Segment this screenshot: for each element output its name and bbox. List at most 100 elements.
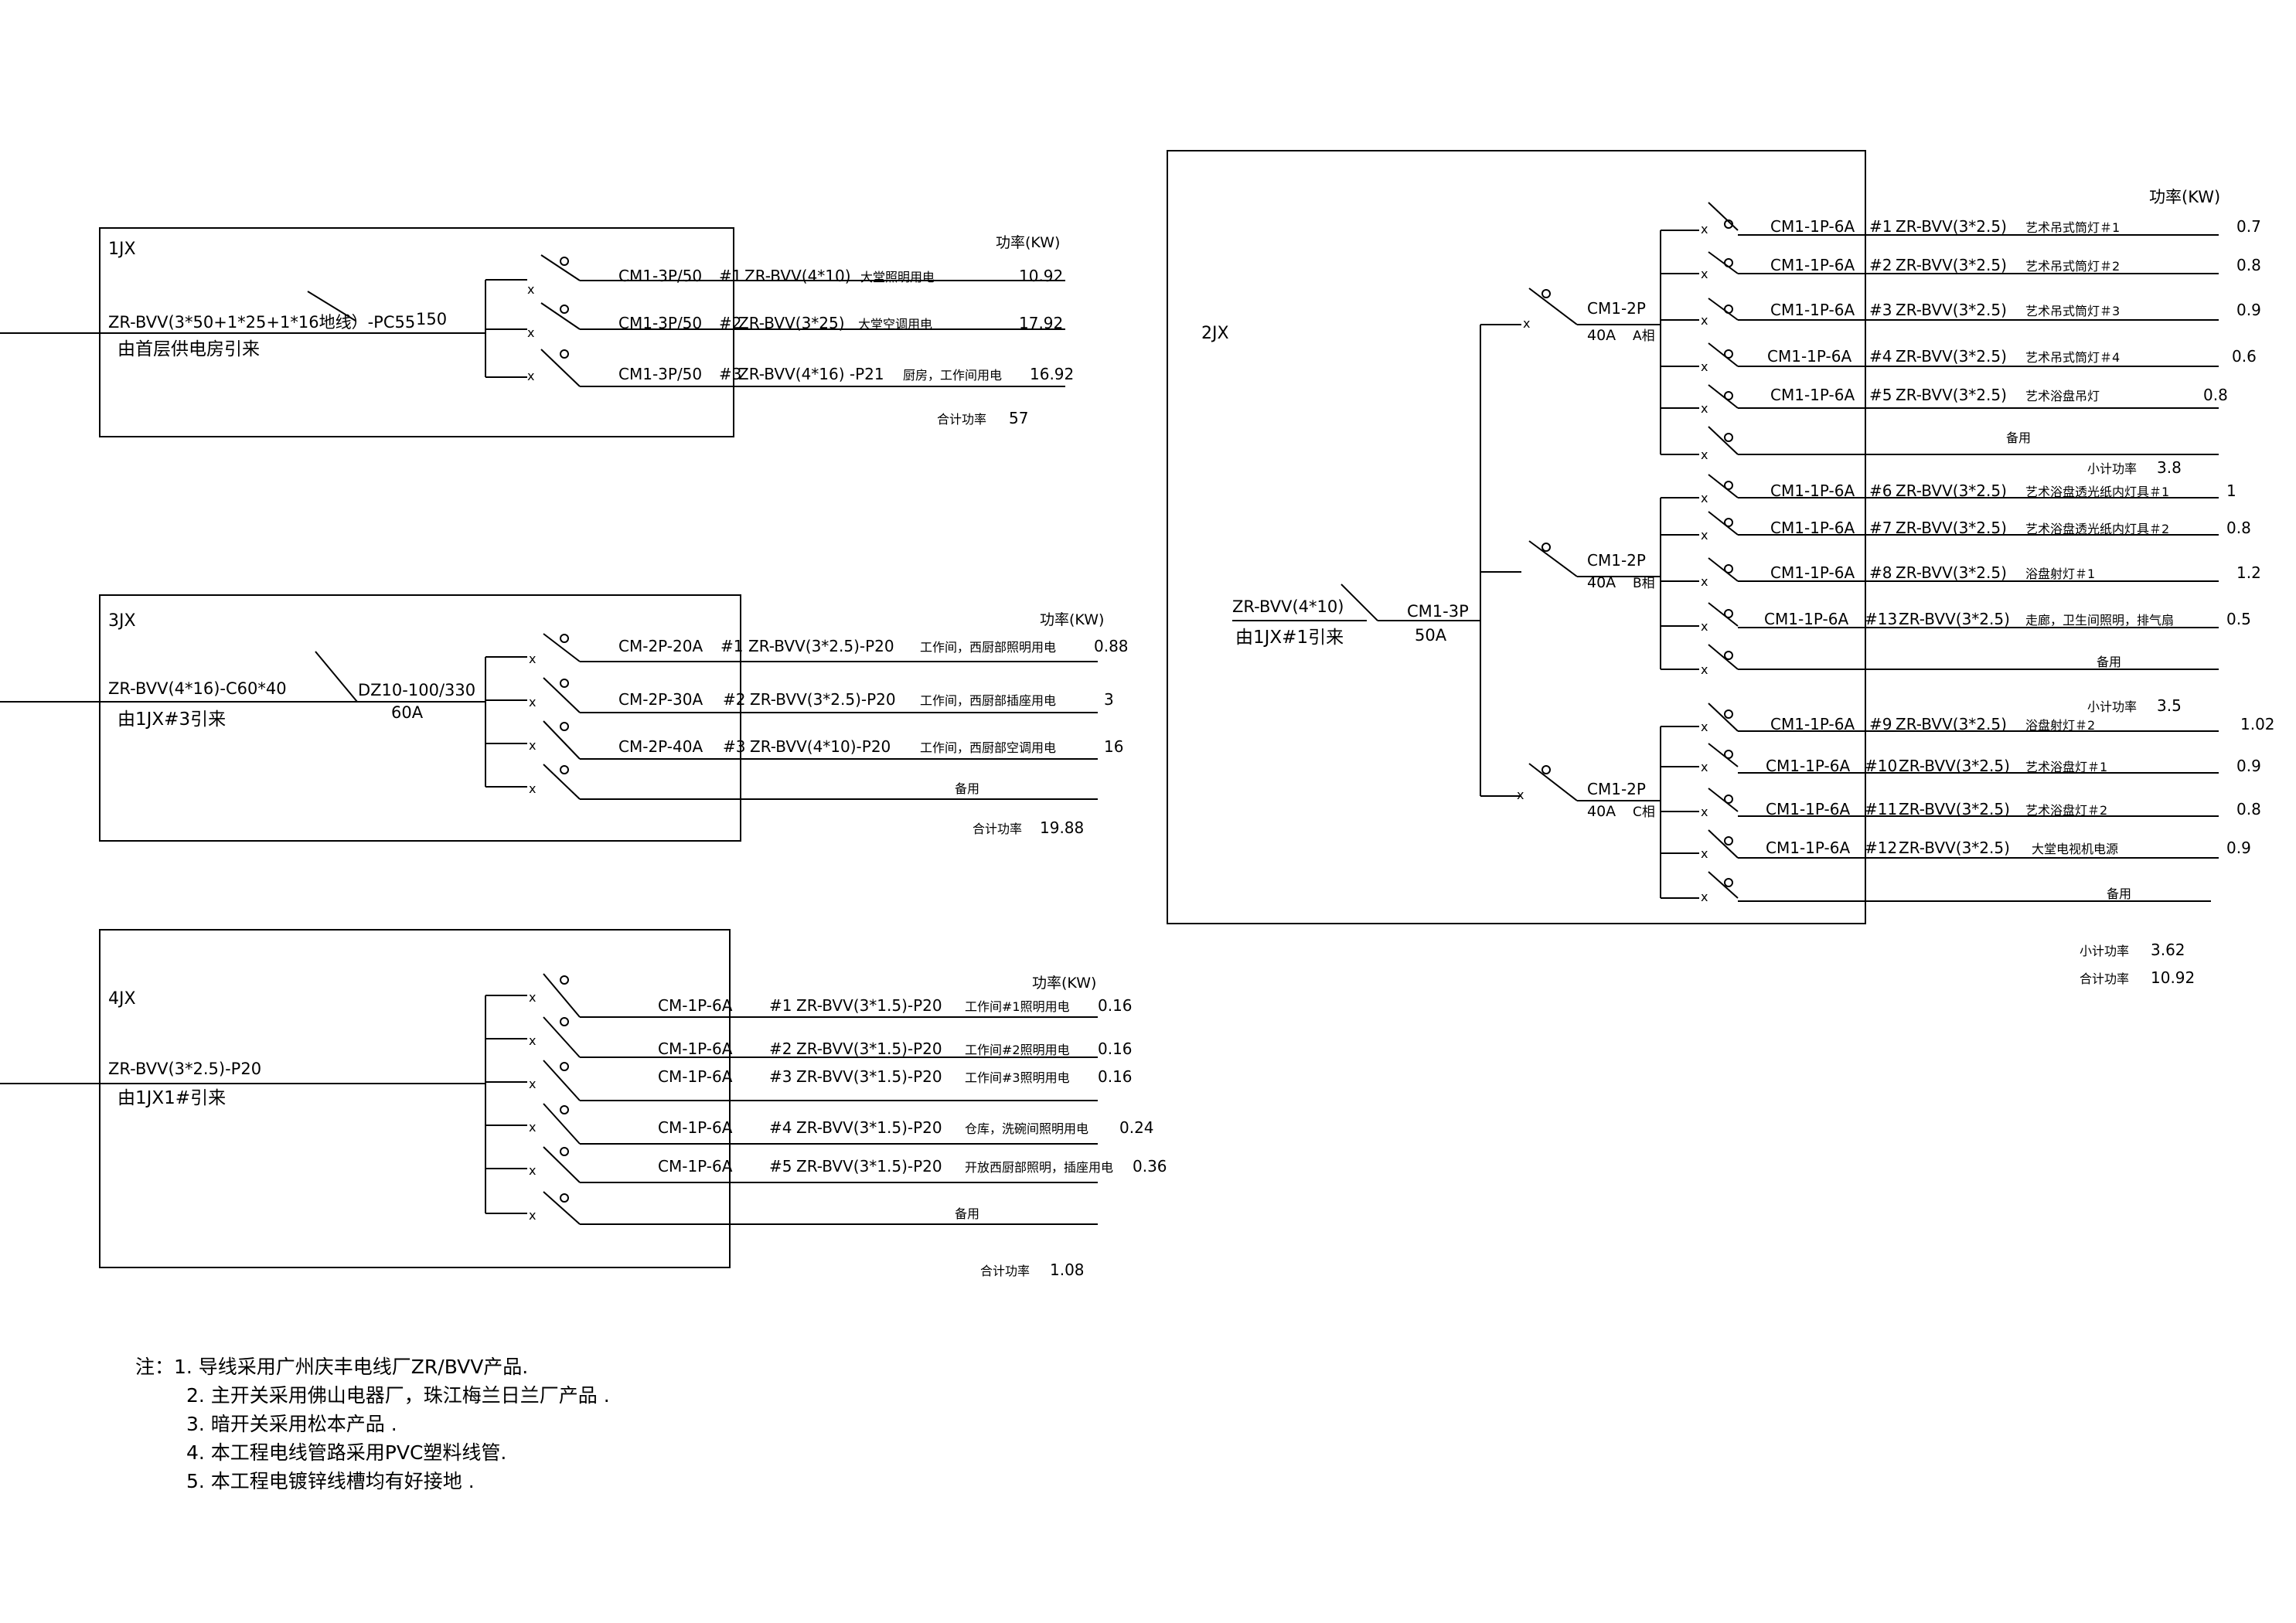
note-4: 4. 本工程电线管路采用PVC塑料线管. xyxy=(186,1441,507,1464)
subtotal-c: 3.62 xyxy=(2151,941,2185,959)
circuit-1jx-1-no: #1 xyxy=(719,267,741,285)
c2-b2-no: #7 xyxy=(1869,519,1892,537)
c2-a3-use: 艺术吊式筒灯＃3 xyxy=(2025,304,2120,318)
kw-header-2jx: 功率(KW) xyxy=(2149,188,2220,206)
main-rating-3jx: 60A xyxy=(391,703,424,722)
subtotal-label-c: 小计功率 xyxy=(2080,944,2129,958)
circuits-4jx: x x x x x x xyxy=(485,973,1098,1225)
branch-switches-2jx: x x x x x x x x x x x x x x x x xyxy=(1661,202,2219,904)
c2-a4-cable: ZR-BVV(3*2.5) xyxy=(1896,347,2007,366)
c2-b2-use: 艺术浴盘透光纸内灯具＃2 xyxy=(2025,522,2169,536)
circuit-1jx-1-breaker: CM1-3P/50 xyxy=(618,267,702,285)
svg-text:x: x xyxy=(1701,359,1708,374)
subtotal-a: 3.8 xyxy=(2157,458,2182,477)
c2-b2-breaker: CM1-1P-6A xyxy=(1770,519,1855,537)
circuit-4jx-3-no: #3 xyxy=(769,1067,792,1086)
c2-a5-no: #5 xyxy=(1869,386,1892,404)
circuit-4jx-4-no: #4 xyxy=(769,1118,792,1137)
c2-a2-kw: 0.8 xyxy=(2236,256,2261,274)
total-4jx: 1.08 xyxy=(1050,1261,1085,1279)
circuit-4jx-4-use: 仓库，洗碗间照明用电 xyxy=(965,1121,1088,1136)
main-breaker-2jx: CM1-3P xyxy=(1407,602,1469,621)
svg-text:x: x xyxy=(529,652,536,666)
circuit-3jx-1-breaker: CM-2P-20A xyxy=(618,637,703,655)
c2-a4-breaker: CM1-1P-6A xyxy=(1767,347,1851,366)
c2-b4-no: #13 xyxy=(1865,610,1897,628)
svg-text:x: x xyxy=(529,1077,536,1091)
group-a-rating: 40A xyxy=(1587,327,1616,344)
circuit-3jx-3-cable: ZR-BVV(4*10)-P20 xyxy=(750,737,891,756)
note-3: 3. 暗开关采用松本产品 . xyxy=(186,1413,397,1435)
svg-text:x: x xyxy=(1701,222,1708,236)
panel-1jx: 1JX ZR-BVV(3*50+1*25+1*16地线）-PC55 150 由首… xyxy=(0,227,1074,437)
svg-text:x: x xyxy=(529,695,536,709)
circuit-4jx-2-kw: 0.16 xyxy=(1098,1039,1133,1058)
c2-a2-no: #2 xyxy=(1869,256,1892,274)
circuit-1jx-3-cable: ZR-BVV(4*16) -P21 xyxy=(738,365,884,383)
circuit-3jx-2-cable: ZR-BVV(3*2.5)-P20 xyxy=(750,690,896,709)
c2-a5-cable: ZR-BVV(3*2.5) xyxy=(1896,386,2007,404)
circuit-4jx-1-no: #1 xyxy=(769,996,792,1015)
svg-text:x: x xyxy=(1701,890,1708,904)
notes: 注：1. 导线采用广州庆丰电线厂ZR/BVV产品. 2. 主开关采用佛山电器厂，… xyxy=(135,1352,610,1495)
circuit-1jx-2-cable: ZR-BVV(3*25) xyxy=(738,314,845,332)
c2-a1-cable: ZR-BVV(3*2.5) xyxy=(1896,217,2007,236)
subtotal-label-a: 小计功率 xyxy=(2087,461,2137,476)
group-c-breaker: CM1-2P xyxy=(1587,780,1646,798)
svg-text:x: x xyxy=(1701,447,1708,462)
circuit-1jx-2-breaker: CM1-3P/50 xyxy=(618,314,702,332)
kw-header-3jx: 功率(KW) xyxy=(1040,611,1104,628)
group-b-rating: 40A xyxy=(1587,574,1616,591)
circuit-1jx-1-kw: 10.92 xyxy=(1019,267,1063,285)
circuit-4jx-3-kw: 0.16 xyxy=(1098,1067,1133,1086)
svg-text:x: x xyxy=(1701,528,1708,543)
panel-3jx-name: 3JX xyxy=(108,611,136,631)
c2-c4-breaker: CM1-1P-6A xyxy=(1766,839,1850,857)
circuit-3jx-3-use: 工作间，西厨部空调用电 xyxy=(920,740,1056,755)
c2-a1-no: #1 xyxy=(1869,217,1892,236)
c2-c3-no: #11 xyxy=(1865,800,1897,818)
circuit-4jx-1-kw: 0.16 xyxy=(1098,996,1133,1015)
c2-b4-breaker: CM1-1P-6A xyxy=(1764,610,1848,628)
svg-text:x: x xyxy=(529,1163,536,1178)
c2-b4-kw: 0.5 xyxy=(2226,610,2251,628)
incoming-switch-1jx xyxy=(307,291,356,322)
c2-b3-use: 浴盘射灯＃1 xyxy=(2025,567,2095,581)
c2-c4-cable: ZR-BVV(3*2.5) xyxy=(1899,839,2010,857)
circuit-4jx-3-use: 工作间#3照明用电 xyxy=(965,1070,1070,1085)
kw-header-1jx: 功率(KW) xyxy=(996,234,1060,251)
svg-text:x: x xyxy=(1701,267,1708,281)
circuit-1jx-1-use: 大堂照明用电 xyxy=(860,270,935,284)
circuit-4jx-1-cable: ZR-BVV(3*1.5)-P20 xyxy=(796,996,942,1015)
circuit-1jx-2-kw: 17.92 xyxy=(1019,314,1063,332)
circuit-3jx-3-breaker: CM-2P-40A xyxy=(618,737,703,756)
total-3jx: 19.88 xyxy=(1040,818,1084,837)
svg-text:x: x xyxy=(527,282,534,297)
c2-c1-cable: ZR-BVV(3*2.5) xyxy=(1896,715,2007,733)
circuit-3jx-3-kw: 16 xyxy=(1104,737,1123,756)
c2-b1-breaker: CM1-1P-6A xyxy=(1770,481,1855,500)
c2-b1-kw: 1 xyxy=(2226,481,2236,500)
circuit-4jx-5-kw: 0.36 xyxy=(1133,1157,1167,1176)
incoming-cable-4jx: ZR-BVV(3*2.5)-P20 xyxy=(108,1060,261,1078)
svg-text:x: x xyxy=(1701,846,1708,861)
c2-b2-kw: 0.8 xyxy=(2226,519,2251,537)
circuit-3jx-3-no: #3 xyxy=(723,737,745,756)
c2-a3-no: #3 xyxy=(1869,301,1892,319)
circuit-1jx-1-cable: ZR-BVV(4*10) xyxy=(744,267,851,285)
circuit-3jx-1-kw: 0.88 xyxy=(1094,637,1129,655)
svg-text:x: x xyxy=(1701,313,1708,328)
svg-text:x: x xyxy=(1523,316,1530,331)
group-b-breaker: CM1-2P xyxy=(1587,551,1646,570)
circuit-4jx-5-cable: ZR-BVV(3*1.5)-P20 xyxy=(796,1157,942,1176)
circuit-4jx-2-use: 工作间#2照明用电 xyxy=(965,1043,1070,1057)
c2-a4-use: 艺术吊式筒灯＃4 xyxy=(2025,350,2120,365)
c2-c1-breaker: CM1-1P-6A xyxy=(1770,715,1855,733)
c2-a1-breaker: CM1-1P-6A xyxy=(1770,217,1855,236)
svg-text:x: x xyxy=(1701,760,1708,774)
circuit-4jx-3-breaker: CM-1P-6A xyxy=(658,1067,733,1086)
spare-3jx: 备用 xyxy=(955,781,979,796)
c2-b1-cable: ZR-BVV(3*2.5) xyxy=(1896,481,2007,500)
c2-c3-use: 艺术浴盘灯＃2 xyxy=(2025,803,2107,818)
svg-text:x: x xyxy=(527,369,534,383)
